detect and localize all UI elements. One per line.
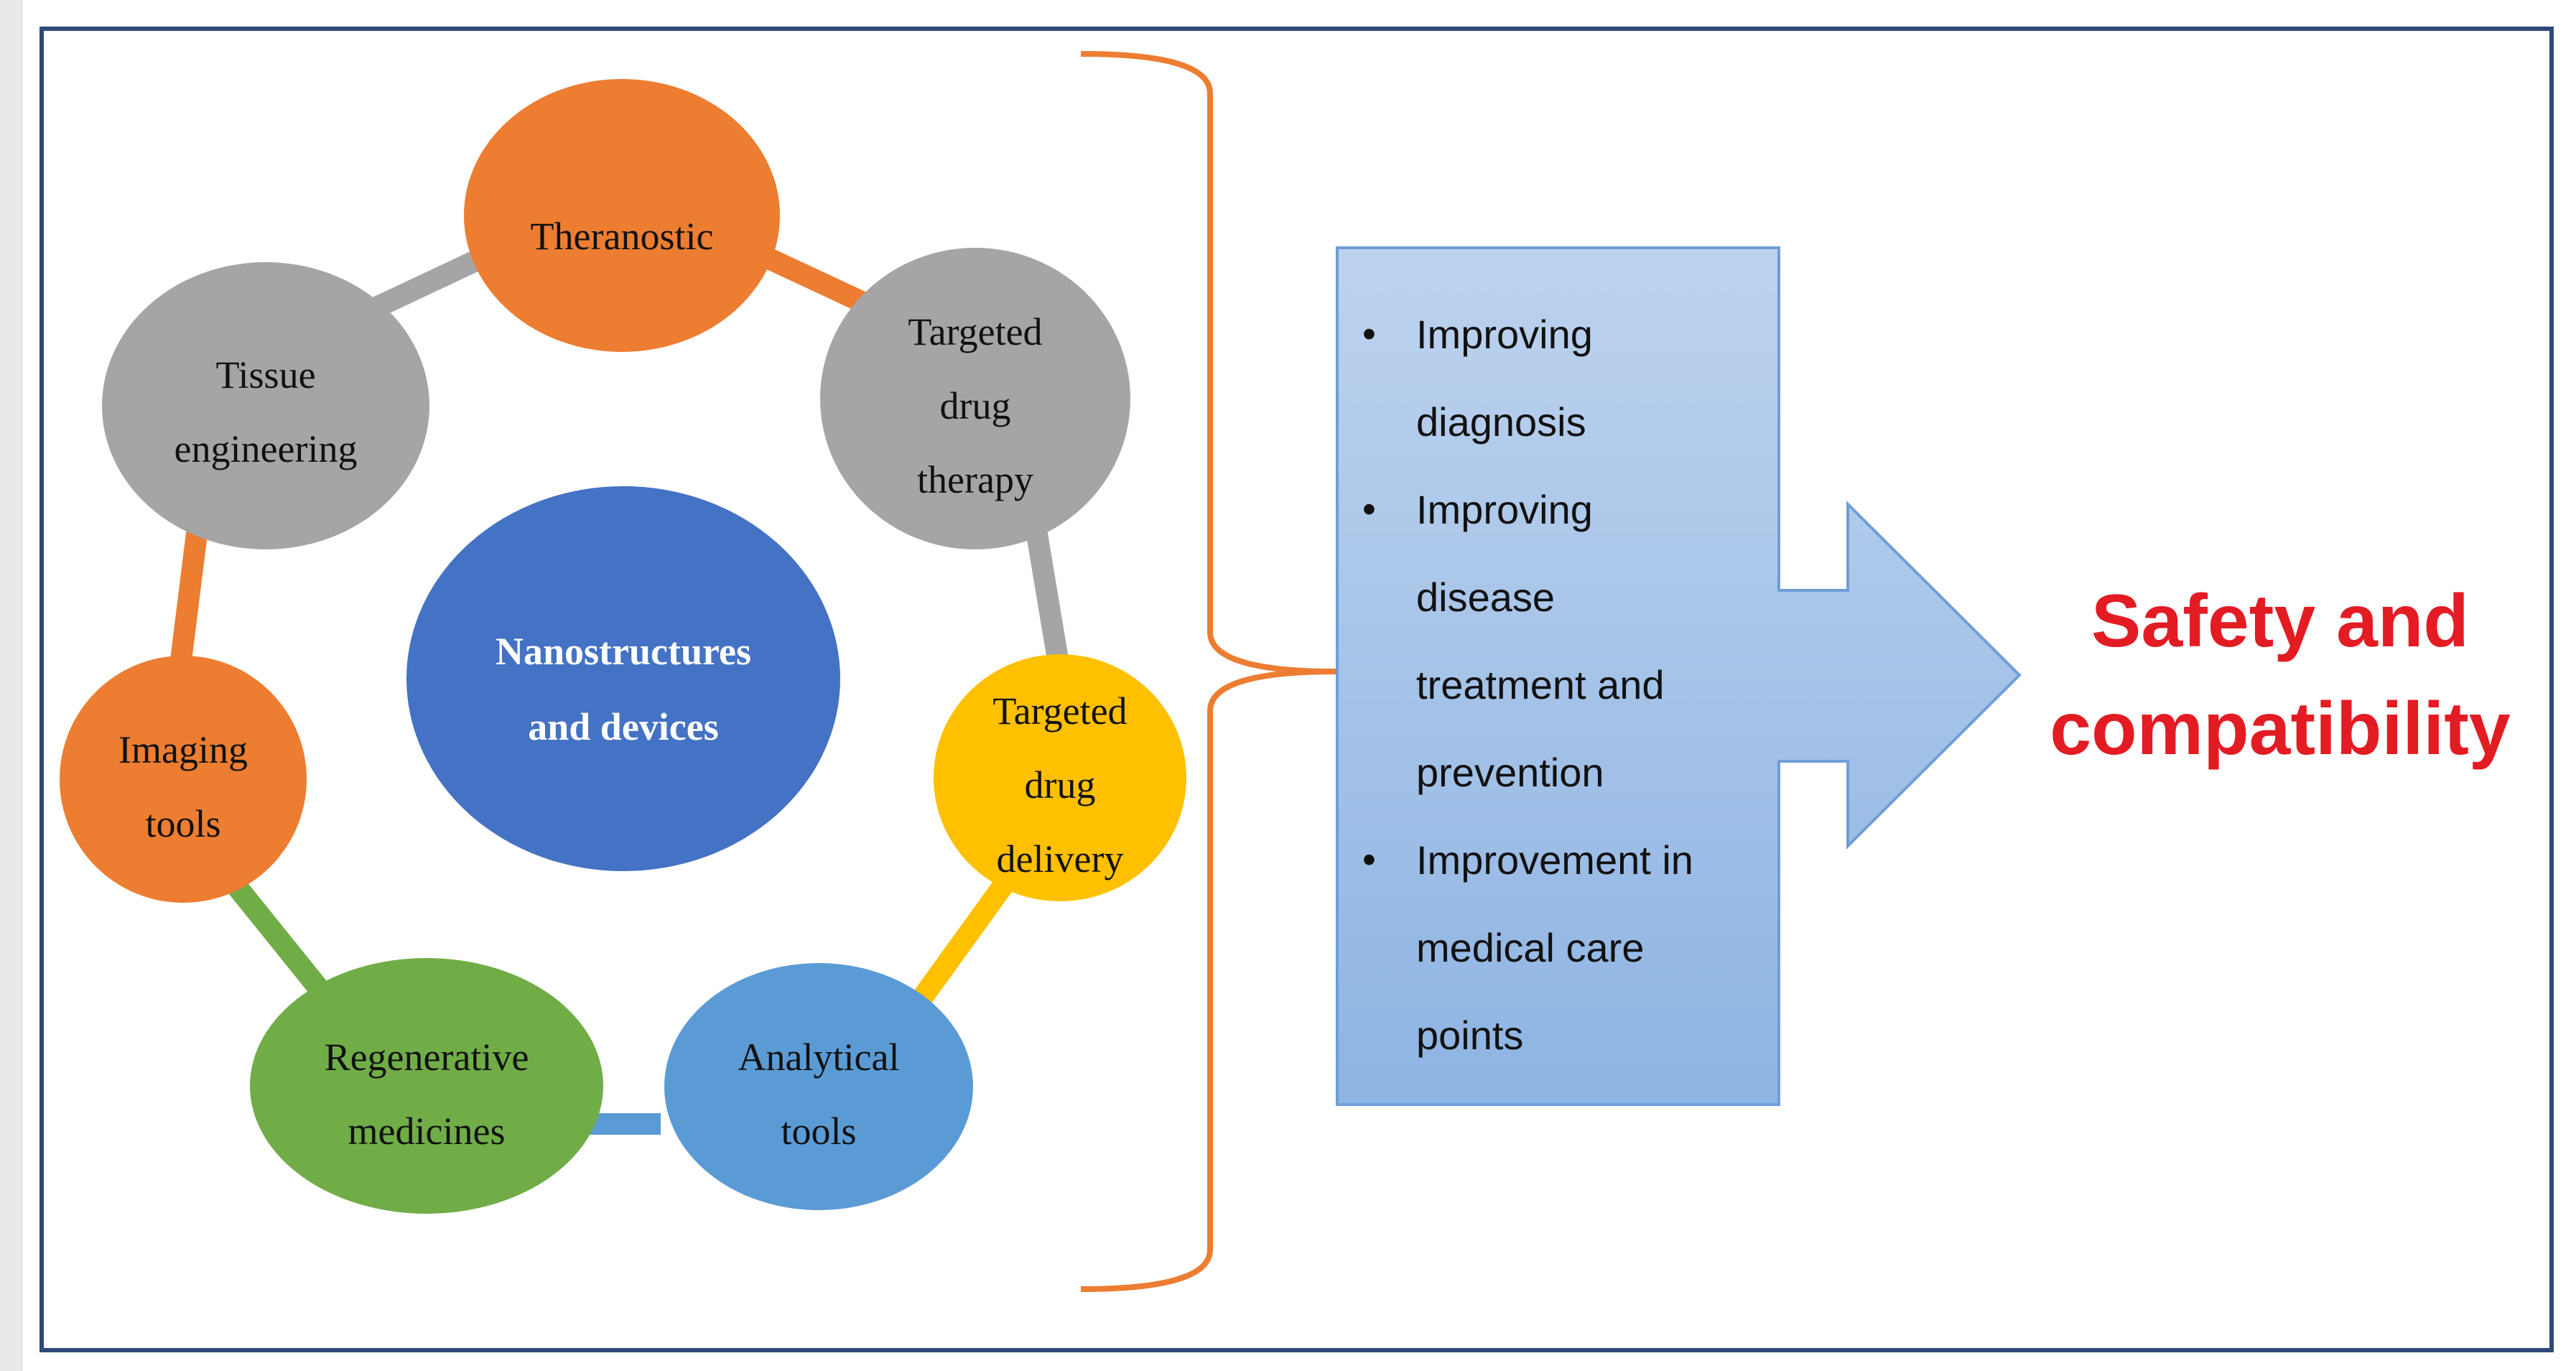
node-label-line: Theranostic [531,215,714,258]
bullet-icon: • [1362,488,1376,531]
node-label-line: Analytical [738,1036,900,1079]
left-edge-strip [0,0,23,1371]
outcome-line1: Safety and [2091,580,2469,663]
node-imaging-tools-shape [60,656,307,903]
center-node-label-line1: Nanostructures [496,630,751,673]
node-label-line: Targeted [908,310,1042,353]
benefit-line: diagnosis [1416,399,1586,445]
connector-delivery-analytical [910,866,1022,1008]
node-tissue-engineering: Tissue engineering [102,262,429,549]
node-label-line: tools [145,802,220,845]
benefit-line: medical care [1416,925,1644,970]
node-targeted-drug-delivery-shape [934,654,1186,901]
bullet-icon: • [1362,312,1376,355]
node-label-line: drug [940,384,1011,427]
center-node-label-line2: and devices [528,705,719,748]
benefits-list: • Improving diagnosis • Improving diseas… [1362,312,1693,1058]
benefit-line: treatment and [1416,662,1665,707]
node-label-line: Imaging [118,728,248,771]
node-theranostic-shape [464,79,780,352]
connector-theranostic-therapy [756,245,874,315]
benefit-line: points [1416,1013,1523,1058]
benefit-line: prevention [1416,750,1604,795]
node-label-line: medicines [348,1110,506,1153]
benefit-line: Improving [1416,312,1593,357]
connector-imaging-tissue [169,526,208,673]
node-analytical-tools: Analytical tools [664,963,973,1210]
connector-regenerative-imaging [214,862,335,1005]
node-targeted-drug-therapy-shape [820,248,1130,549]
center-node-shape [406,486,840,871]
node-label-line: tools [781,1110,856,1153]
node-label-line: Regenerative [325,1036,529,1079]
benefits-arrow [1336,246,2022,1106]
bullet-icon: • [1362,838,1376,881]
node-label-line: Tissue [215,353,315,396]
node-targeted-drug-therapy: Targeted drug therapy [820,248,1130,549]
node-label-line: delivery [997,837,1124,880]
node-label-line: Targeted [992,689,1127,733]
node-analytical-tools-shape [664,963,973,1210]
benefit-line: Improvement in [1416,837,1693,883]
outcome-text: Safety and compatibility [2050,580,2511,771]
benefit-line: Improving [1416,487,1593,532]
node-label-line: therapy [917,458,1033,501]
benefit-line: disease [1416,575,1555,620]
node-targeted-drug-delivery: Targeted drug delivery [934,654,1186,901]
node-imaging-tools: Imaging tools [60,656,307,903]
node-theranostic: Theranostic [464,79,780,352]
node-regenerative-medicines-shape [250,958,603,1214]
node-regenerative-medicines: Regenerative medicines [250,958,603,1214]
node-tissue-engineering-shape [102,262,429,549]
connector-therapy-delivery [1023,515,1070,670]
node-label-line: drug [1025,763,1096,807]
center-node: Nanostructures and devices [406,486,840,871]
node-label-line: engineering [175,427,358,470]
outcome-line2: compatibility [2050,687,2511,771]
